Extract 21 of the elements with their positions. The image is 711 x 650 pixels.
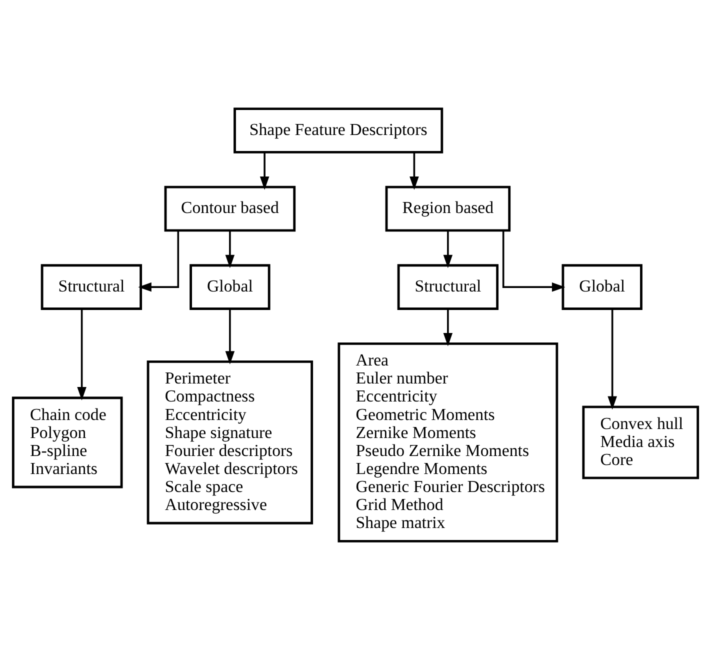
node-box: Global bbox=[190, 264, 270, 310]
arrow bbox=[608, 309, 617, 410]
arrow bbox=[443, 309, 453, 346]
arrow bbox=[443, 230, 453, 268]
arrow bbox=[138, 230, 180, 292]
arrow bbox=[260, 152, 270, 190]
arrow bbox=[502, 230, 566, 292]
node-box: Shape Feature Descriptors bbox=[234, 108, 444, 154]
node-box: Chain code Polygon B-spline Invariants bbox=[12, 396, 123, 488]
node-box: Region based bbox=[385, 186, 511, 232]
node-box: Structural bbox=[40, 264, 142, 310]
arrow bbox=[410, 152, 419, 190]
node-box: Area Euler number Eccentricity Geometric Moments Zernike Moments Pseudo Zernike Moments Legendre Moments Generic Fourier Descriptors Grid Method Shape matrix bbox=[338, 342, 558, 542]
node-box: Contour based bbox=[164, 186, 296, 232]
arrow bbox=[225, 230, 235, 268]
node-box: Structural bbox=[397, 264, 499, 310]
arrow bbox=[225, 309, 235, 364]
node-box: Convex hull Media axis Core bbox=[582, 406, 700, 480]
node-box: Perimeter Compactness Eccentricity Shape signature Fourier descriptors Wavelet descriptors Scale space Autoregressive bbox=[146, 360, 314, 524]
node-box: Global bbox=[562, 264, 642, 310]
arrow bbox=[77, 309, 86, 400]
